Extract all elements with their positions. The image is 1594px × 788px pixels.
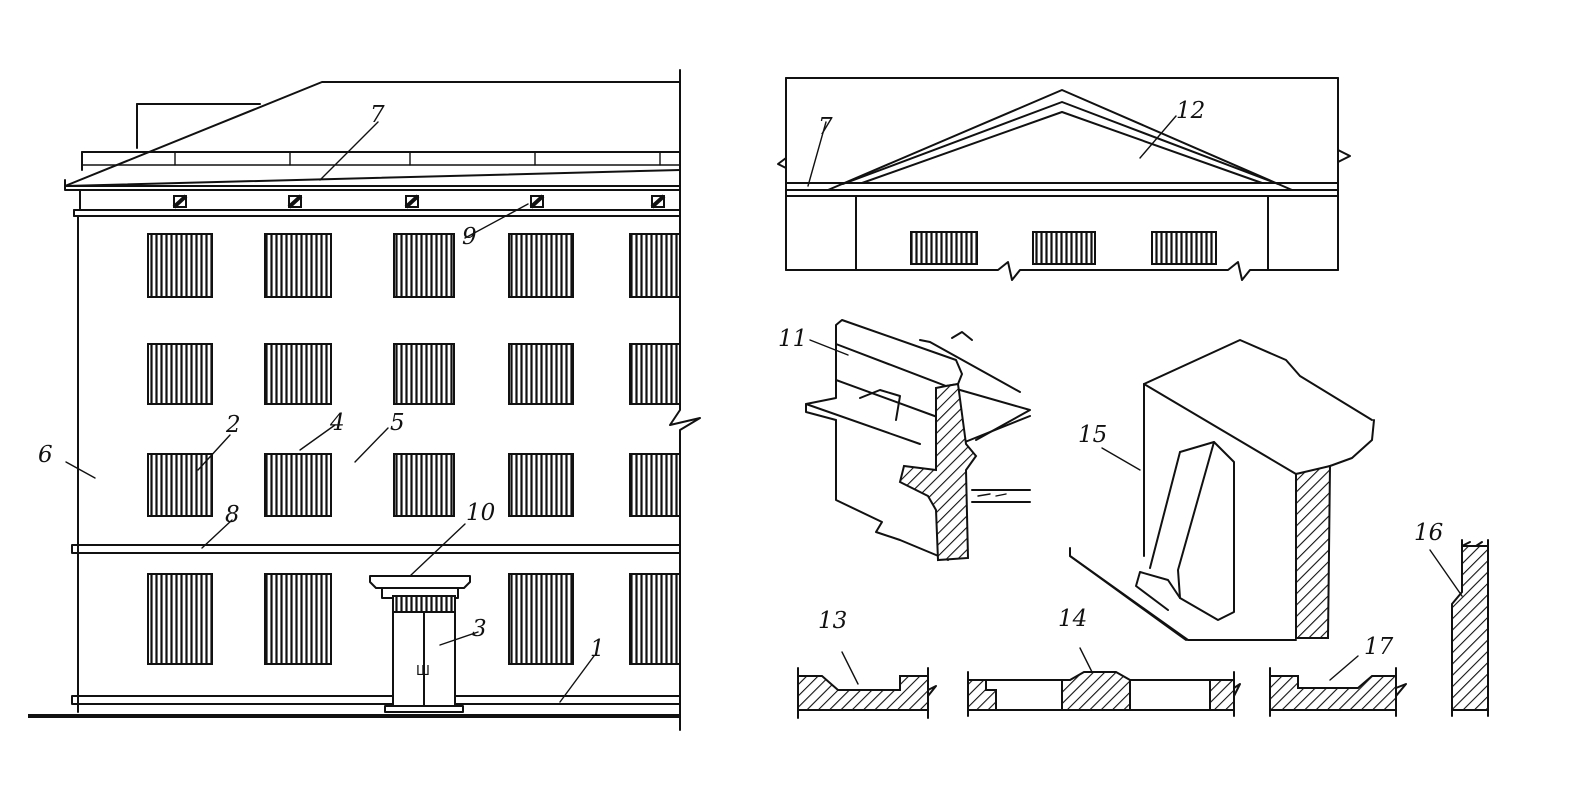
label-15: 15 (1078, 422, 1107, 448)
label-16: 16 (1414, 520, 1443, 546)
cornice-wall-section (898, 382, 978, 562)
window (264, 453, 332, 517)
label-12: 12 (1176, 98, 1205, 124)
facade-elevation: Ш (28, 69, 701, 731)
window (910, 231, 978, 265)
window (264, 573, 332, 665)
cornice-section-isometric (805, 319, 1031, 562)
label-4: 4 (329, 410, 345, 436)
window (147, 453, 213, 517)
window (508, 233, 574, 298)
label-10: 10 (466, 500, 495, 526)
window (1032, 231, 1096, 265)
door-pediment (369, 575, 471, 589)
belt-course (71, 544, 681, 554)
window (393, 233, 455, 298)
window (393, 453, 455, 517)
callout-labels: 1 2 3 4 5 6 7 8 9 10 7 12 11 15 16 13 14… (38, 98, 1443, 662)
label-8: 8 (225, 502, 240, 528)
section-13 (797, 651, 937, 719)
bracket-isometric (1069, 339, 1375, 641)
window (147, 573, 213, 665)
section-14 (967, 647, 1241, 717)
bracket-wall-section (1295, 464, 1332, 639)
upper-windows (147, 233, 681, 517)
window (264, 343, 332, 405)
label-3: 3 (472, 616, 487, 642)
window (629, 343, 681, 405)
window (629, 233, 681, 298)
label-7-pediment: 7 (818, 114, 833, 140)
label-14: 14 (1058, 606, 1087, 632)
entrance-door: Ш (369, 575, 471, 713)
label-7-facade: 7 (370, 102, 385, 128)
window (1151, 231, 1217, 265)
section-17 (1269, 655, 1407, 717)
pediment-elevation (777, 77, 1351, 281)
plinth (28, 695, 681, 718)
label-9: 9 (462, 224, 477, 250)
door-glyph: Ш (416, 664, 430, 679)
window (629, 453, 681, 517)
window (508, 573, 574, 665)
section-16 (1429, 539, 1489, 717)
window (264, 233, 332, 298)
label-2: 2 (225, 412, 241, 438)
label-17: 17 (1364, 634, 1394, 660)
window (147, 343, 213, 405)
window (508, 453, 574, 517)
window (147, 233, 213, 298)
label-1: 1 (590, 636, 605, 662)
roof (64, 81, 681, 187)
label-13: 13 (818, 608, 847, 634)
attic-vents (172, 194, 666, 209)
window (393, 343, 455, 405)
window (629, 573, 681, 665)
ground-floor-windows (147, 573, 681, 665)
pediment (827, 89, 1293, 191)
label-5: 5 (390, 410, 405, 436)
label-6: 6 (38, 442, 53, 468)
leader-lines-facade (65, 121, 595, 703)
window (508, 343, 574, 405)
label-11: 11 (778, 326, 807, 352)
cornice (64, 169, 681, 217)
